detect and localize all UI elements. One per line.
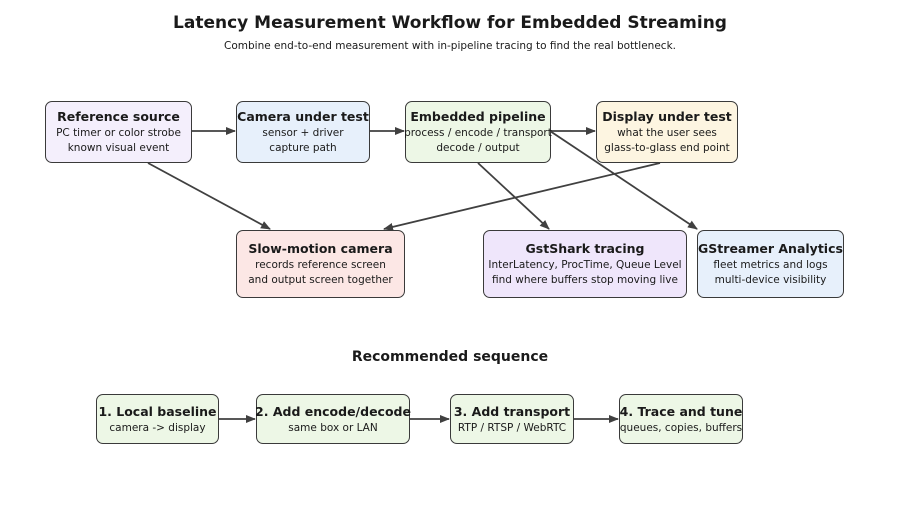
node-reference-source: Reference source PC timer or color strob… [45,101,192,163]
arrow-pipeline-to-gstshark [477,162,550,230]
node-line: what the user sees [617,127,717,139]
node-line: known visual event [67,142,170,154]
step-title: 1. Local baseline [98,403,217,419]
node-line: records reference screen [255,259,386,271]
node-line: InterLatency, ProcTime, Queue Level [488,259,682,271]
node-title: GstShark tracing [525,241,645,256]
node-embedded-pipeline: Embedded pipeline process / encode / tra… [404,101,552,163]
node-line: process / encode / transport [404,127,552,139]
node-slow-motion-camera: Slow-motion camera records reference scr… [236,230,405,298]
node-title: Display under test [602,109,732,124]
arrow-reference-to-slowmo [147,162,271,230]
node-line: and output screen together [248,274,393,286]
step-title: 4. Trace and tune [619,403,743,419]
node-gstshark-tracing: GstShark tracing InterLatency, ProcTime,… [483,230,687,298]
node-camera-under-test: Camera under test sensor + driver captur… [236,101,370,163]
node-line: capture path [269,142,337,154]
step-add-encode-decode: 2. Add encode/decode same box or LAN [255,394,411,444]
node-title: Embedded pipeline [410,109,546,124]
node-display-under-test: Display under test what the user sees gl… [596,101,738,163]
node-title: GStreamer Analytics [698,241,843,256]
node-line: find where buffers stop moving live [492,274,678,286]
node-line: decode / output [436,142,520,154]
arrow-pipeline-to-analytics [549,130,698,230]
node-title: Reference source [57,109,180,124]
step-line: RTP / RTSP / WebRTC [457,421,567,434]
node-title: Camera under test [237,109,369,124]
node-gstreamer-analytics: GStreamer Analytics fleet metrics and lo… [697,230,844,298]
node-line: glass-to-glass end point [604,142,730,154]
node-line: PC timer or color strobe [56,127,181,139]
step-trace-and-tune: 4. Trace and tune queues, copies, buffer… [619,394,743,444]
node-line: fleet metrics and logs [713,259,828,271]
node-title: Slow-motion camera [248,241,393,256]
diagram-title: Latency Measurement Workflow for Embedde… [173,13,727,33]
node-line: multi-device visibility [714,274,827,286]
step-local-baseline: 1. Local baseline camera -> display [96,394,219,444]
step-title: 3. Add transport [453,403,571,419]
step-line: same box or LAN [288,421,378,434]
diagram-subtitle: Combine end-to-end measurement with in-p… [224,40,676,52]
step-line: camera -> display [109,421,206,434]
arrow-display-to-slowmo [383,162,661,231]
sequence-title: Recommended sequence [351,349,549,365]
step-title: 2. Add encode/decode [255,403,411,419]
step-line: queues, copies, buffers [619,421,743,434]
step-add-transport: 3. Add transport RTP / RTSP / WebRTC [450,394,574,444]
node-line: sensor + driver [262,127,344,139]
